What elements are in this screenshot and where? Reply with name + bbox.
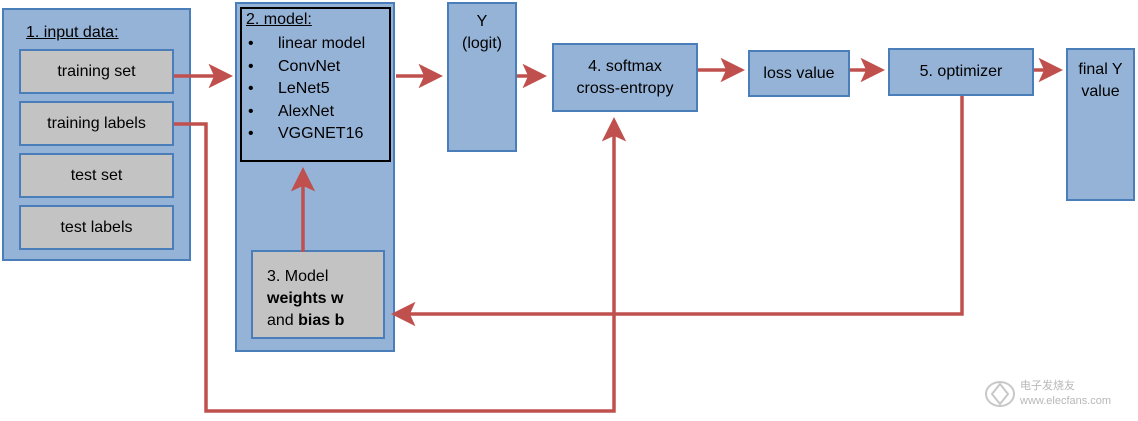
final-line2: value (1081, 83, 1120, 100)
softmax-line2: cross-entropy (576, 79, 674, 97)
watermark-text: 电子发烧友 www.elecfans.com (1020, 380, 1112, 407)
model-list: linear model ConvNet LeNet5 AlexNet VGGN… (246, 33, 389, 146)
training-labels-node: training labels (19, 101, 174, 146)
logit-line2: (logit) (461, 35, 502, 52)
final-line1: final Y (1078, 61, 1123, 78)
weights-line2: weights w (267, 290, 344, 307)
test-labels-node: test labels (19, 205, 174, 250)
logit-node: Y (logit) (447, 2, 517, 152)
weights-node: 3. Model weights w and bias b (251, 250, 385, 339)
model-title: 2. model: (246, 11, 312, 28)
model-item-lenet5: LeNet5 (246, 78, 389, 101)
training-set-node: training set (19, 49, 174, 94)
test-set-node: test set (19, 153, 174, 198)
model-item-alexnet: AlexNet (246, 101, 389, 124)
watermark-logo: 电子发烧友 www.elecfans.com (980, 375, 1130, 413)
model-item-convnet: ConvNet (246, 56, 389, 79)
arrow-labels-to-softmax (174, 117, 627, 413)
input-data-title: 1. input data: (26, 24, 119, 41)
softmax-node: 4. softmax cross-entropy (552, 43, 698, 112)
model-item-linear: linear model (246, 33, 389, 56)
weights-line3: and bias b (267, 312, 345, 329)
watermark-logo-icon (985, 381, 1015, 407)
weights-line1: 3. Model (267, 268, 329, 285)
optimizer-node: 5. optimizer (888, 48, 1034, 96)
loss-label: loss value (763, 64, 835, 82)
model-list-box: 2. model: linear model ConvNet LeNet5 Al… (240, 7, 391, 162)
arrow-optimizer-to-weights (391, 96, 964, 327)
loss-node: loss value (748, 50, 850, 97)
logit-line1: Y (476, 13, 488, 30)
model-item-vggnet16: VGGNET16 (246, 123, 389, 146)
softmax-line1: 4. softmax (588, 57, 662, 75)
optimizer-label: 5. optimizer (919, 63, 1003, 80)
final-node: final Y value (1066, 48, 1135, 201)
